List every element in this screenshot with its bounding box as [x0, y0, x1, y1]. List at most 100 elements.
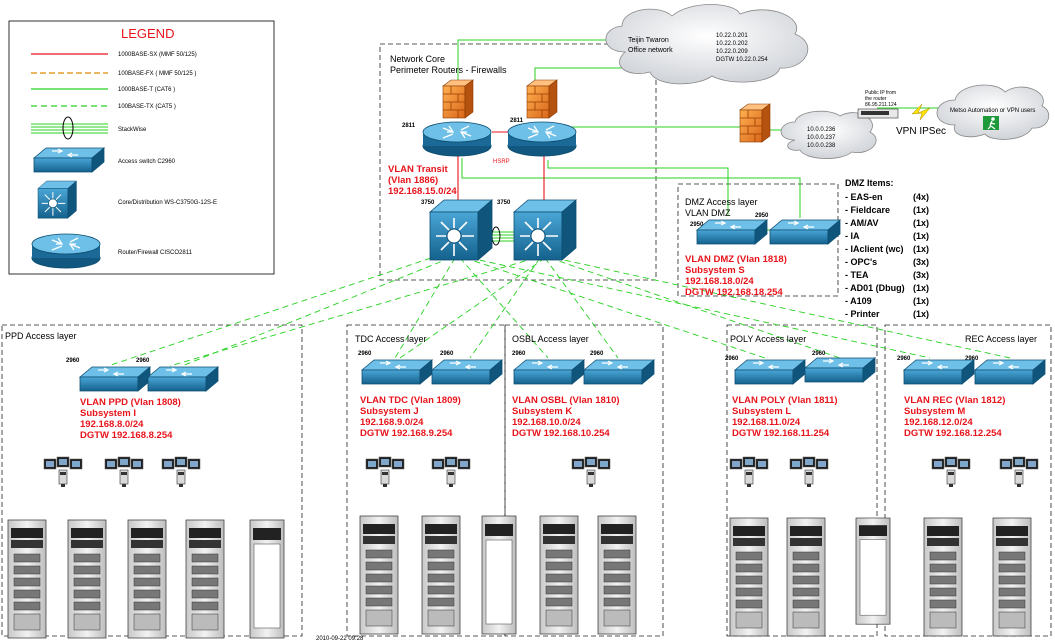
- vpn-router-text: 86.95.211.124: [865, 102, 897, 108]
- vlan-name: VLAN TDC (Vlan 1809): [360, 395, 461, 406]
- server-rack-icon: [855, 517, 891, 625]
- access-switch-icon: [147, 366, 219, 392]
- dmz-item-name: - Fieldcare: [845, 205, 890, 215]
- access-layer-title: PPD Access layer: [5, 331, 77, 341]
- vlan-subnet: 192.168.11.0/24: [732, 417, 801, 428]
- access-switch-icon: [513, 359, 585, 385]
- core-switch-icon: [37, 180, 77, 219]
- legend-title: LEGEND: [121, 26, 174, 41]
- access-switch-icon: [804, 357, 876, 383]
- dmz-item-name: - OPC's: [845, 257, 877, 267]
- rec-access-layer: REC Access layer 2960 2960 VLAN REC (Vla…: [897, 334, 1046, 637]
- access-switch-icon: [696, 219, 768, 245]
- switch-model: 2960: [590, 351, 604, 357]
- network-core: Network Core Perimeter Routers - Firewal…: [388, 54, 771, 261]
- access-switch-icon: [79, 366, 151, 392]
- dmz-item-qty: (1x): [913, 283, 929, 293]
- vpn-router-text: Public IP from: [865, 90, 896, 96]
- vpn-router: Public IP from the router 86.95.211.124 …: [857, 90, 946, 137]
- timestamp: 2010-09-22 09:28: [316, 636, 364, 642]
- access-layer-title: REC Access layer: [965, 334, 1037, 344]
- workstation-icon: [161, 456, 201, 488]
- router-icon: [507, 121, 577, 157]
- firewall-icon: [442, 79, 474, 119]
- vlan-gateway: DGTW 192.168.18.254: [685, 287, 783, 298]
- workstation-icon: [789, 456, 829, 488]
- osbl-access-layer: OSBL Access layer 2960 2960 VLAN OSBL (V…: [481, 334, 655, 635]
- legend-box: [8, 20, 275, 275]
- switch-model: 2950: [755, 213, 769, 219]
- cloud-ip: 10.22.0.202: [716, 41, 748, 47]
- access-switch-icon: [361, 359, 433, 385]
- core-switch-icon: [429, 199, 493, 261]
- cloud-ip: 10.22.0.201: [716, 33, 748, 39]
- cloud-ip: 10.22.0.209: [716, 49, 748, 55]
- dmz-item-qty: (1x): [913, 205, 929, 215]
- access-switch-icon: [974, 359, 1046, 385]
- access-switch-icon: [33, 147, 105, 173]
- dmz-title: DMZ Access layer: [685, 197, 758, 207]
- server-rack-icon: [359, 515, 399, 635]
- core-switch-model: 3750: [421, 200, 435, 206]
- dmz-item-name: - AD01 (Dbug): [845, 283, 905, 293]
- cloud-label: Teijin Twaron: [628, 37, 669, 44]
- server-rack-icon: [67, 519, 107, 639]
- vlan-subsystem: Subsystem S: [685, 265, 745, 276]
- core-subtitle: Perimeter Routers - Firewalls: [390, 65, 507, 75]
- tdc-access-layer: TDC Access layer 2960 2960 VLAN TDC (Vla…: [355, 334, 503, 635]
- switch-model: 2960: [512, 351, 526, 357]
- vpn-router-text: the router: [865, 96, 887, 102]
- access-switch-icon: [903, 359, 975, 385]
- dmz-item-qty: (1x): [913, 218, 929, 228]
- legend-item-label: 1000BASE-T (CAT6 ): [118, 87, 175, 93]
- server-rack-icon: [249, 519, 285, 639]
- legend-item-label: 1000BASE-SX (MMF 50/125): [118, 52, 197, 58]
- hsrp-label: HSRP: [493, 159, 510, 165]
- switch-model: 2960: [358, 351, 372, 357]
- dmz-item-qty: (3x): [913, 257, 929, 267]
- vlan-gateway: DGTW 192.168.9.254: [360, 428, 453, 439]
- dmz-item-qty: (1x): [913, 309, 929, 319]
- cloud-label: Metso Automation or VPN users: [950, 108, 1035, 114]
- legend-item-label: Access switch C2960: [118, 159, 176, 165]
- rec-zone: [884, 324, 1052, 637]
- dmz-item-name: - TEA: [845, 270, 869, 280]
- vlan-subnet: 192.168.9.0/24: [360, 417, 424, 428]
- switch-model: 2960: [66, 358, 80, 364]
- vlan-name: VLAN OSBL (Vlan 1810): [512, 395, 620, 406]
- server-rack-icon: [185, 519, 225, 639]
- poly-access-layer: POLY Access layer 2960 2960 VLAN POLY (V…: [725, 334, 891, 637]
- legend-item-label: Router/Firewall CISCO2811: [118, 250, 193, 256]
- dmz-item-name: - Printer: [845, 309, 880, 319]
- server-rack-icon: [127, 519, 167, 639]
- switch-model: 2960: [812, 351, 826, 357]
- router-model: 2811: [510, 118, 524, 124]
- dmz: DMZ Access layer VLAN DMZ 2950 2950 VLAN…: [685, 197, 841, 298]
- vlan-subsystem: Subsystem M: [904, 406, 965, 417]
- dmz-item-qty: (1x): [913, 231, 929, 241]
- vlan-gateway: DGTW 192.168.11.254: [732, 428, 830, 439]
- legend-item-label: StackWise: [118, 127, 147, 133]
- core-title: Network Core: [390, 54, 445, 64]
- legend-item-label: 100BASE-FX ( MMF 50/125 ): [118, 71, 196, 77]
- dmz-item-name: - A109: [845, 296, 872, 306]
- legend: LEGEND 1000BASE-SX (MMF 50/125) 100BASE-…: [8, 20, 275, 275]
- access-switch-icon: [583, 359, 655, 385]
- vlan-subnet: 192.168.15.0/24: [388, 186, 457, 197]
- access-switch-icon: [769, 219, 841, 245]
- access-layer-title: TDC Access layer: [355, 334, 427, 344]
- vlan-name: VLAN POLY (Vlan 1811): [732, 395, 838, 406]
- dmz-item-qty: (3x): [913, 270, 929, 280]
- legend-item-label: 100BASE-TX (CAT5 ): [118, 104, 176, 110]
- vlan-name: VLAN DMZ (Vlan 1818): [685, 254, 787, 265]
- vlan-subsystem: Subsystem J: [360, 406, 419, 417]
- workstation-icon: [43, 456, 83, 488]
- workstation-icon: [931, 456, 971, 488]
- firewall-icon: [739, 103, 771, 143]
- ppd-access-layer: PPD Access layer 2960 2960 VLAN PPD (Vla…: [5, 331, 285, 639]
- switch-model: 2960: [440, 351, 454, 357]
- dmz-zone: [677, 183, 839, 297]
- dmz-item-name: - IAclient (wc): [845, 244, 904, 254]
- access-layer-title: OSBL Access layer: [512, 334, 589, 344]
